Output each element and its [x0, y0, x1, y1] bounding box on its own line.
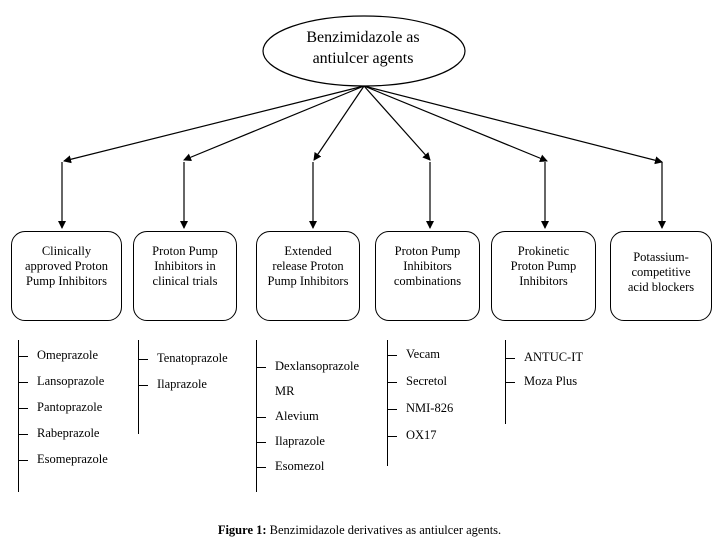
list-item: Rabeprazole: [18, 426, 108, 441]
category-box-clinically-approved: Clinically approved Proton Pump Inhibito…: [11, 231, 122, 321]
root-arrow: [313, 85, 365, 161]
root-arrow: [363, 85, 548, 163]
category-label: Potassium-competitive acid blockers: [627, 250, 695, 294]
category-label: Clinically approved Proton Pump Inhibito…: [25, 244, 108, 288]
item-list-extended-release: Dexlansoprazole MR Alevium Ilaprazole Es…: [256, 359, 359, 474]
category-box-combinations: Proton Pump Inhibitors combinations: [375, 231, 480, 321]
list-item: OX17: [387, 428, 453, 443]
list-item: Secretol: [387, 374, 453, 389]
root-arrow: [63, 85, 365, 164]
list-item: Esomeprazole: [18, 452, 108, 467]
item-list-combinations: Vecam Secretol NMI-826 OX17: [387, 347, 453, 443]
list-item: MR: [275, 384, 295, 398]
category-arrows: [58, 162, 666, 229]
root-arrow: [363, 85, 663, 165]
caption-prefix: Figure 1:: [217, 523, 267, 537]
item-list-clinical-trials: Tenatoprazole Ilaprazole: [138, 351, 228, 392]
list-item: Omeprazole: [18, 348, 108, 363]
category-box-potassium-competitive: Potassium-competitive acid blockers: [610, 231, 712, 321]
root-label: Benzimidazole as antiulcer agents: [263, 27, 463, 69]
list-item: Dexlansoprazole: [256, 359, 359, 374]
list-item: NMI-826: [387, 401, 453, 416]
category-box-prokinetic: Prokinetic Proton Pump Inhibitors: [491, 231, 596, 321]
list-item: Moza Plus: [505, 374, 583, 389]
category-label: Proton Pump Inhibitors combinations: [393, 244, 462, 288]
root-label-line2: antiulcer agents: [312, 50, 414, 67]
list-item: Tenatoprazole: [138, 351, 228, 366]
root-arrow: [183, 85, 365, 162]
root-label-line1: Benzimidazole as: [306, 29, 420, 46]
list-item: Esomezol: [256, 459, 359, 474]
list-item: Pantoprazole: [18, 400, 108, 415]
category-label: Extended release Proton Pump Inhibitors: [267, 244, 349, 288]
root-arrows: [63, 85, 663, 165]
category-label: Proton Pump Inhibitors in clinical trial…: [152, 244, 218, 288]
list-item: Ilaprazole: [138, 377, 228, 392]
list-bracket: [256, 340, 257, 492]
category-box-clinical-trials: Proton Pump Inhibitors in clinical trial…: [133, 231, 237, 321]
list-item: Alevium: [256, 409, 359, 424]
list-item: Ilaprazole: [256, 434, 359, 449]
item-list-clinically-approved: Omeprazole Lansoprazole Pantoprazole Rab…: [18, 348, 108, 467]
figure-caption: Figure 1: Benzimidazole derivatives as a…: [0, 523, 719, 538]
root-arrow: [363, 85, 431, 161]
list-bracket: [387, 340, 388, 466]
list-item: ANTUC-IT: [505, 350, 583, 365]
caption-text: Benzimidazole derivatives as antiulcer a…: [266, 523, 502, 537]
category-box-extended-release: Extended release Proton Pump Inhibitors: [256, 231, 360, 321]
list-bracket: [138, 340, 139, 434]
item-list-prokinetic: ANTUC-IT Moza Plus: [505, 350, 583, 389]
list-item: Vecam: [387, 347, 453, 362]
list-item: Lansoprazole: [18, 374, 108, 389]
list-bracket: [18, 340, 19, 492]
category-label: Prokinetic Proton Pump Inhibitors: [510, 244, 577, 288]
